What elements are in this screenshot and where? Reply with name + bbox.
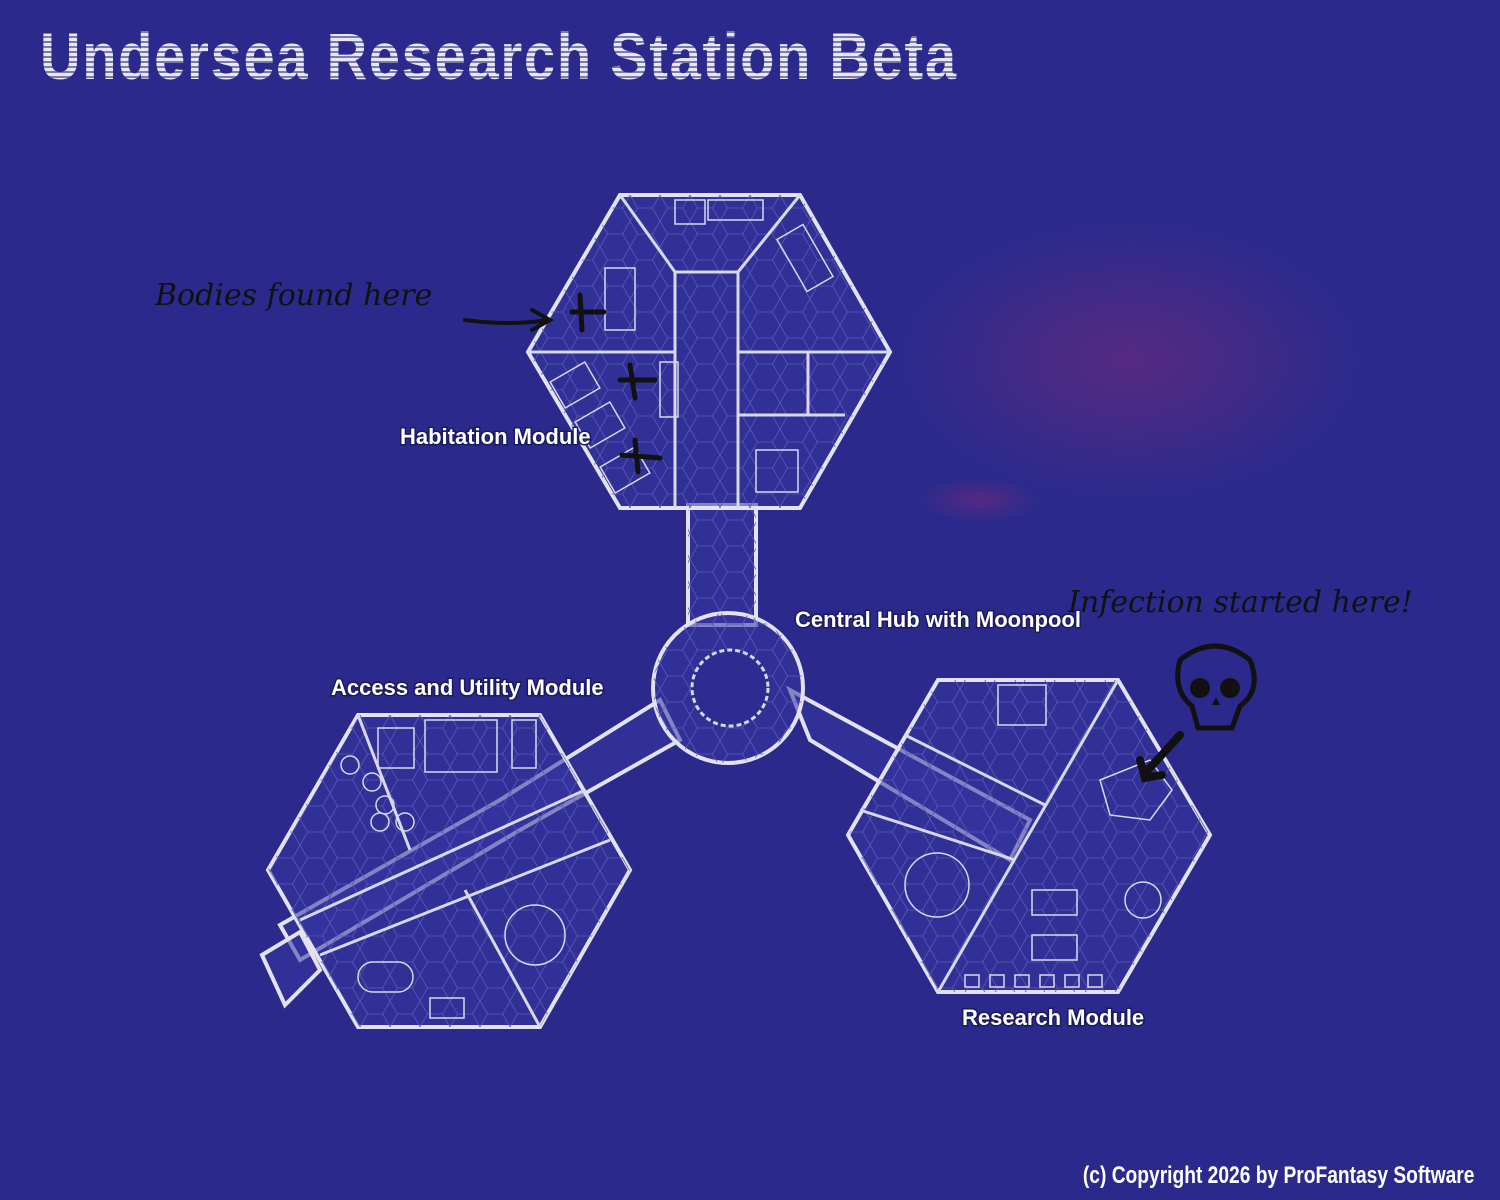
copyright: (c) Copyright 2026 by ProFantasy Softwar… [1082,1162,1474,1189]
annotation-bodies: Bodies found here [154,278,432,313]
moonpool [690,648,770,728]
habitation-module [525,193,893,510]
research-module [845,678,1213,994]
skull-icon [1175,643,1257,731]
label-habitation: Habitation Module [400,424,591,449]
arrow-icon [463,308,555,332]
water-stain [920,478,1040,522]
map-title: Undersea Research Station Beta [40,19,958,93]
water-stain [900,220,1360,500]
arrow-icon [1136,731,1184,783]
central-hub [651,611,805,765]
label-access: Access and Utility Module [331,675,604,700]
label-research: Research Module [962,1005,1144,1030]
label-hub: Central Hub with Moonpool [795,607,1081,632]
x-mark-icon [569,292,663,475]
access-utility-module [259,713,633,1029]
annotation-infection: Infection started here! [1067,585,1413,620]
